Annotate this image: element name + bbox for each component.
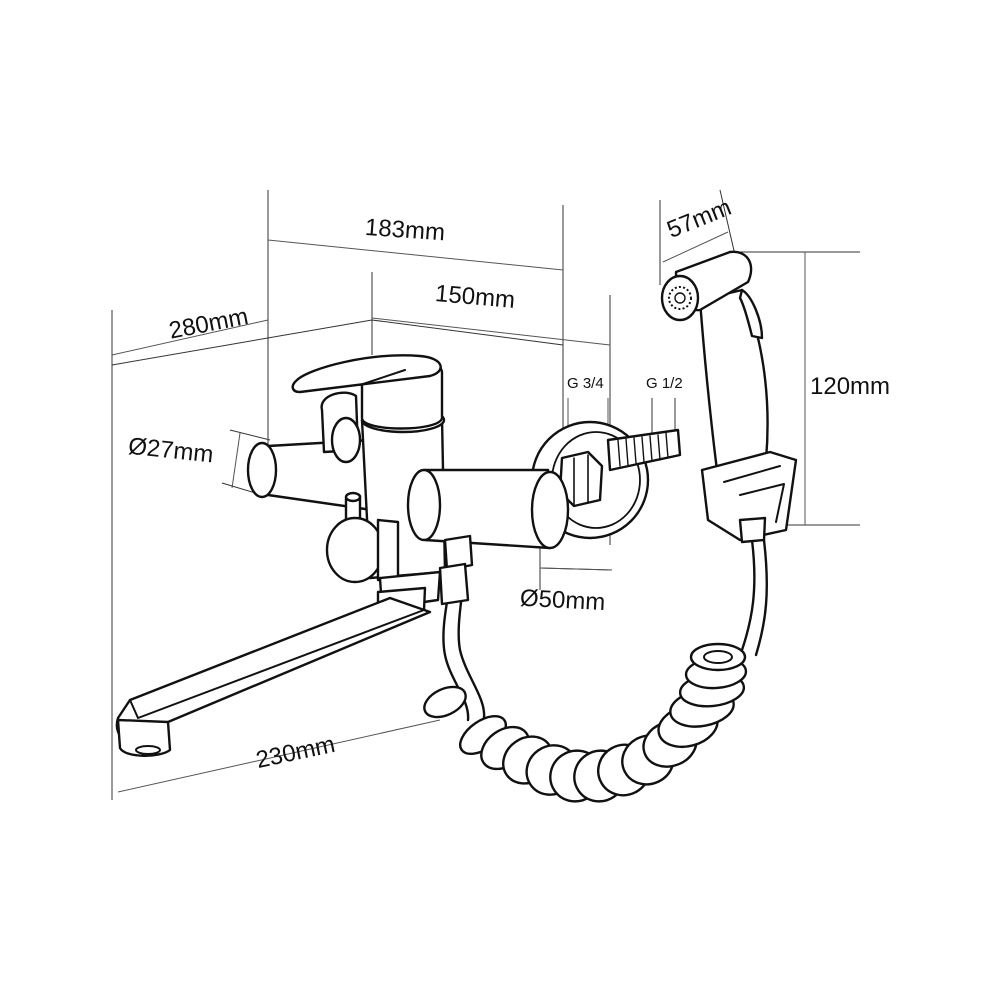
faucet-body xyxy=(246,354,570,614)
dim-line-50 xyxy=(539,567,613,571)
hose-coil-end xyxy=(423,685,467,719)
label-183: 183mm xyxy=(364,214,446,247)
label-150: 150mm xyxy=(434,280,516,314)
label-g12: G 1/2 xyxy=(646,375,683,392)
sprayer-trigger xyxy=(738,288,764,340)
hose-nut xyxy=(443,534,474,572)
label-57: 57mm xyxy=(663,194,735,244)
label-27: Ø27mm xyxy=(127,433,215,469)
spout xyxy=(115,596,432,757)
dim-line-183 xyxy=(267,239,564,271)
spray-nozzle xyxy=(660,274,700,322)
label-50: Ø50mm xyxy=(519,585,606,616)
dim-line-150 xyxy=(371,317,611,346)
spout-tip xyxy=(116,718,172,757)
dim-line-57 xyxy=(662,231,729,263)
label-g34: G 3/4 xyxy=(567,375,604,392)
lever-handle xyxy=(291,354,442,394)
hand-sprayer xyxy=(660,250,798,544)
label-120: 120mm xyxy=(810,373,890,400)
dim-line-230 xyxy=(117,719,441,793)
label-280: 280mm xyxy=(167,303,251,345)
label-230: 230mm xyxy=(254,731,338,774)
dim-line-280 xyxy=(111,319,269,356)
dimension-lines xyxy=(111,231,806,793)
sprayer-holder xyxy=(700,450,798,542)
spout-pipe xyxy=(115,596,432,742)
diverter-knob xyxy=(325,516,385,584)
right-arm-end xyxy=(530,470,570,550)
coiled-hose xyxy=(423,538,768,803)
dim-line-27 xyxy=(231,432,241,489)
